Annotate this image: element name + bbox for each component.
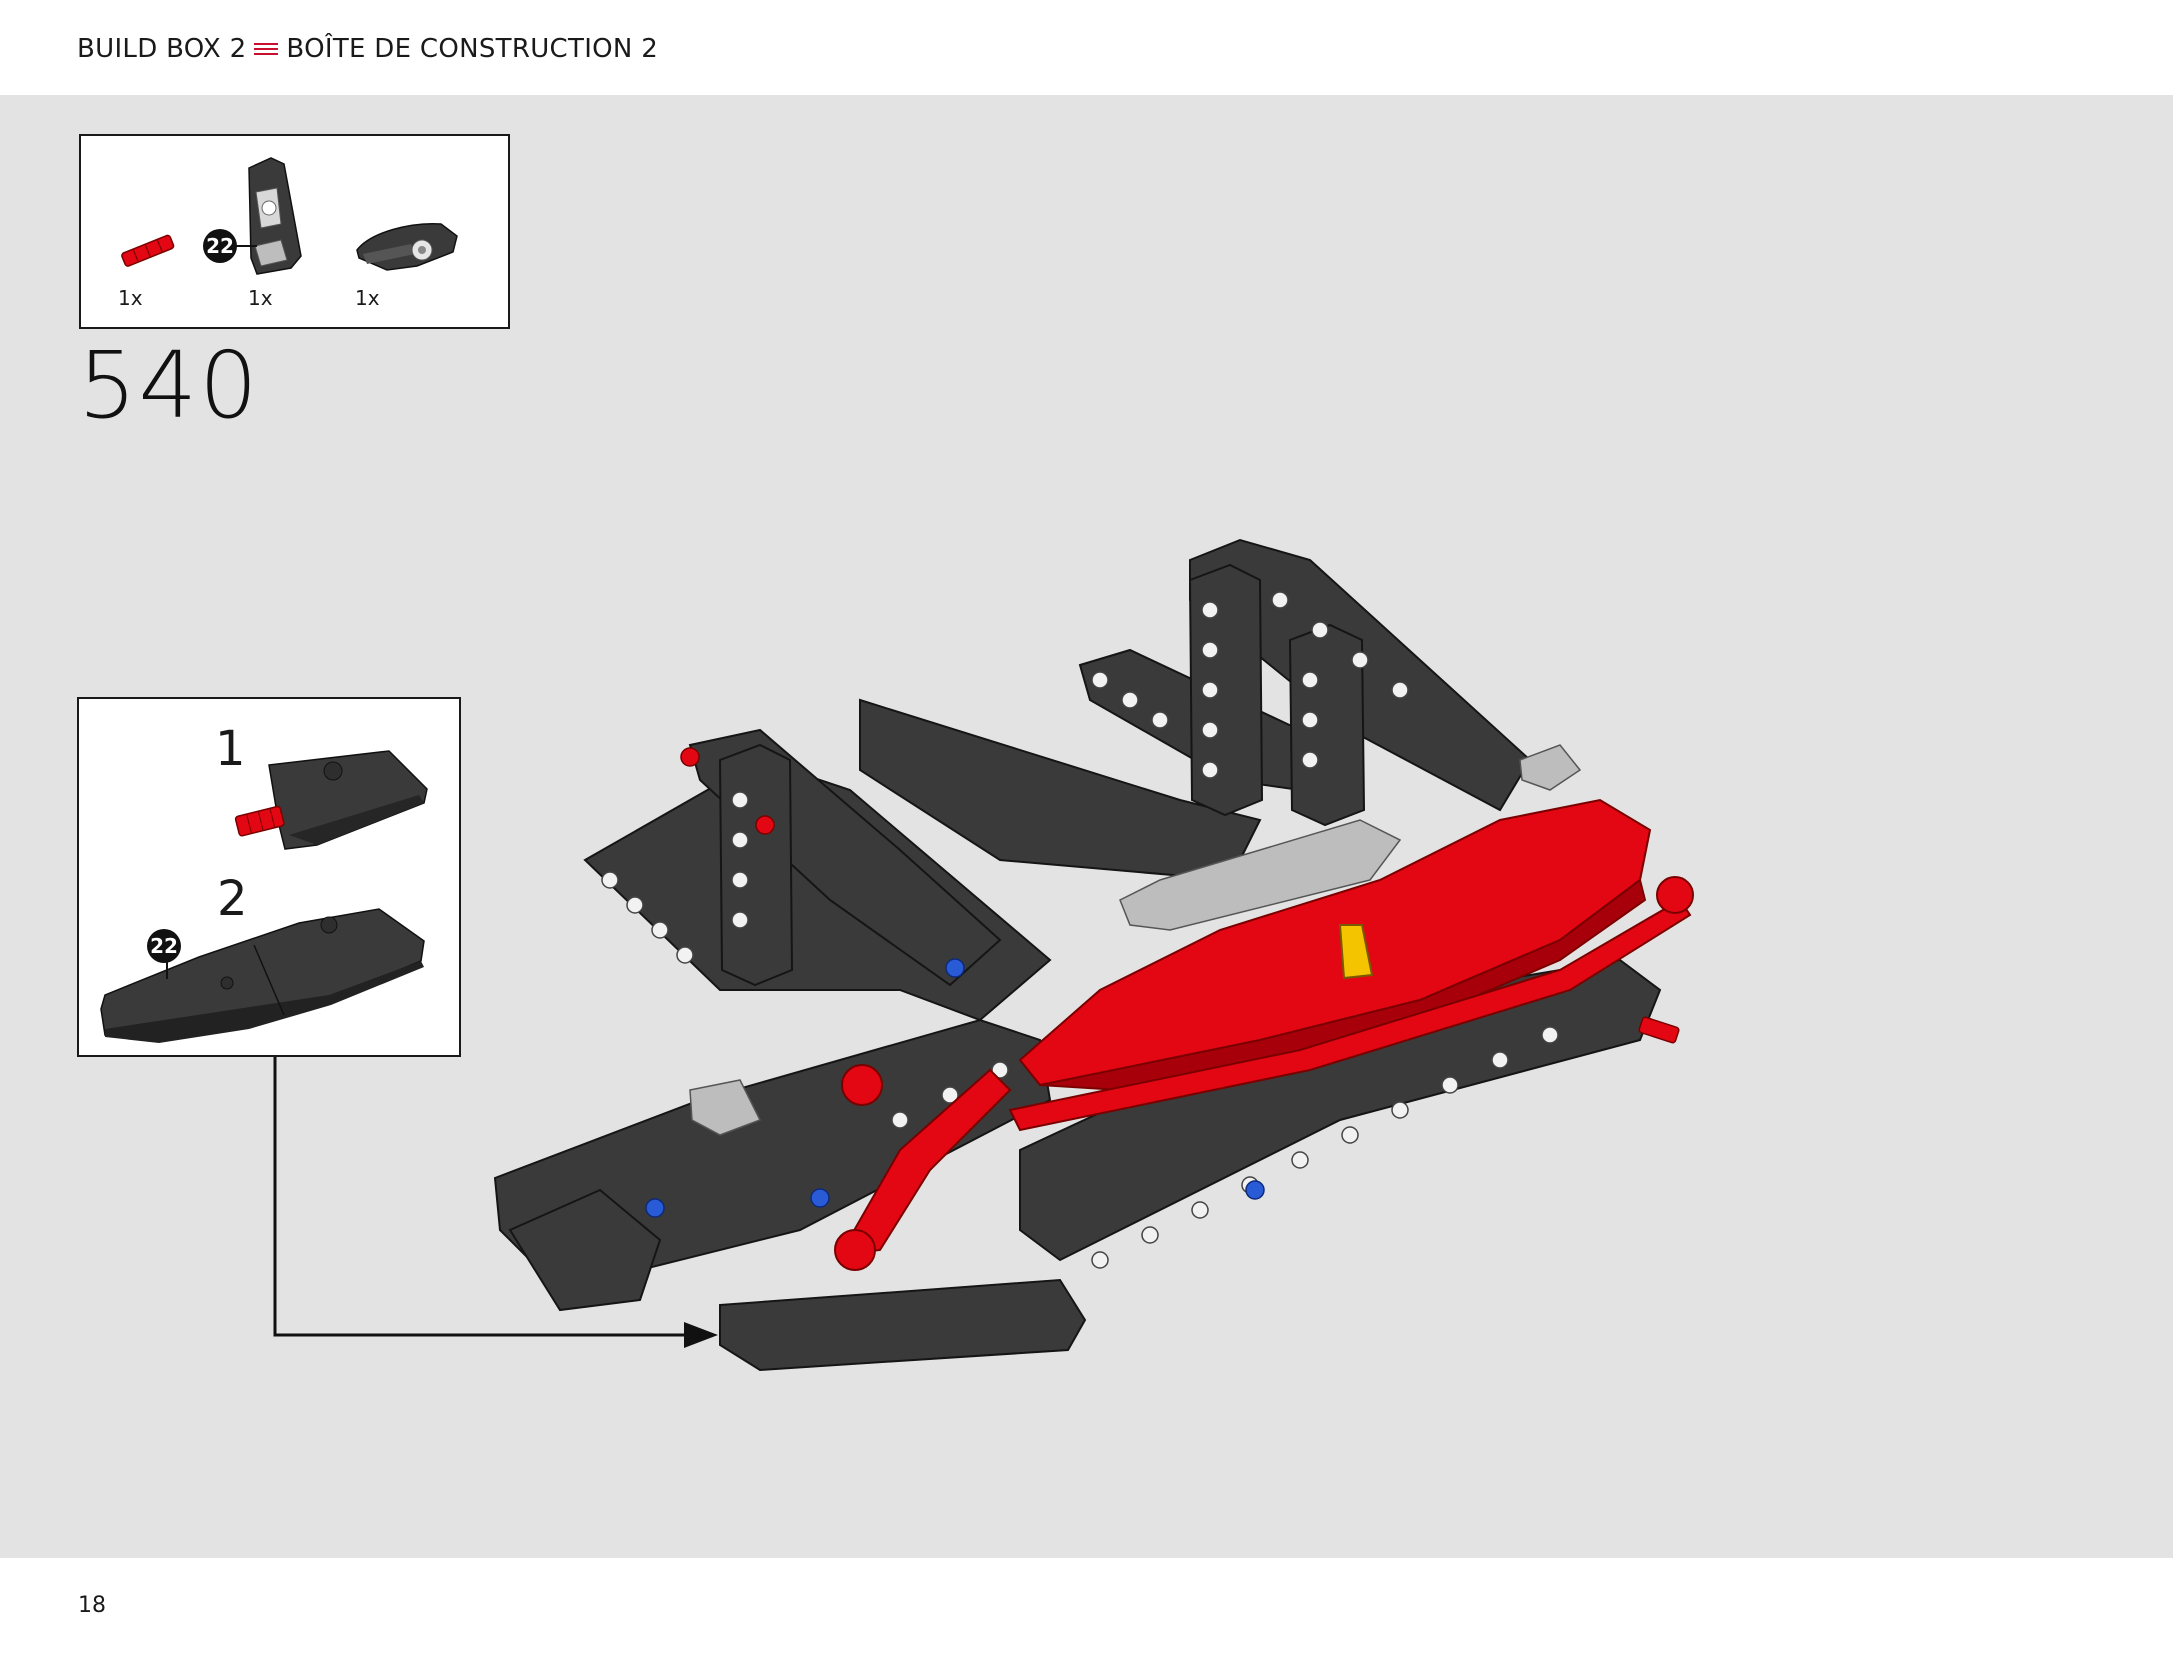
header-title-en: BUILD BOX 2 (77, 34, 247, 64)
triple-line-icon (254, 41, 279, 57)
part-badge: 22 (147, 929, 181, 963)
part-badge: 22 (203, 229, 237, 263)
parts-list-box: 22 1x 1x 1x (79, 134, 510, 329)
page-header: BUILD BOX 2 BOÎTE DE CONSTRUCTION 2 (0, 0, 2173, 95)
part-qty: 1x (355, 286, 380, 310)
sub-step-number: 1 (215, 721, 246, 777)
part-qty: 1x (118, 286, 143, 310)
header-title-fr: BOÎTE DE CONSTRUCTION 2 (286, 34, 659, 64)
page-number: 18 (78, 1593, 106, 1618)
sub-step-2-parts (100, 908, 425, 1043)
sub-step-1-parts (234, 750, 428, 850)
black-panel-icon (236, 157, 302, 275)
red-axle-pin-icon (121, 234, 175, 267)
parts-illustration (121, 157, 458, 275)
sub-assembly-illustration (100, 750, 428, 1043)
black-curved-panel-icon (356, 223, 458, 271)
header-title: BUILD BOX 2 BOÎTE DE CONSTRUCTION 2 (77, 34, 658, 64)
sub-step-number: 2 (217, 871, 248, 927)
step-number: 540 (78, 332, 260, 439)
page-footer (0, 1558, 2173, 1654)
part-qty: 1x (248, 286, 273, 310)
sub-assembly-box: 1 2 22 (77, 697, 461, 1057)
